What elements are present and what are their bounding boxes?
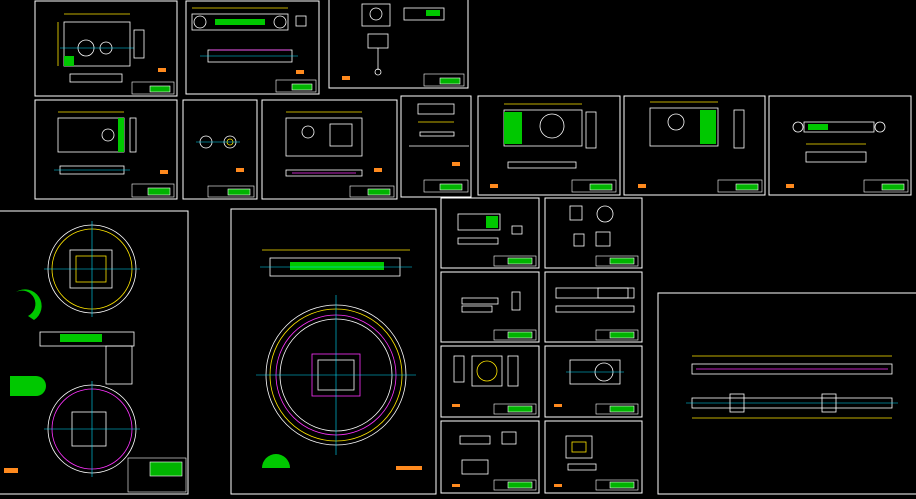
drawing-sheet[interactable] (328, 0, 469, 89)
drawing-sheet[interactable] (544, 420, 643, 494)
title-block (275, 79, 317, 93)
drawing-sheet[interactable] (185, 0, 320, 95)
title-block (595, 479, 639, 491)
title-block (595, 329, 639, 341)
drawing-sheet[interactable] (440, 420, 540, 494)
title-block (595, 255, 639, 267)
title-block (423, 73, 465, 87)
title-block (493, 479, 537, 491)
drawing-sheet[interactable] (34, 0, 178, 97)
title-block (571, 179, 617, 193)
drawing-sheet[interactable] (0, 210, 189, 495)
drawing-sheet[interactable] (230, 208, 437, 495)
title-block (493, 403, 537, 415)
drawing-sheet[interactable] (544, 197, 643, 269)
title-block (493, 255, 537, 267)
drawing-sheet[interactable] (544, 345, 643, 418)
title-block (423, 179, 469, 193)
drawing-sheet[interactable] (657, 292, 916, 495)
title-block (863, 179, 909, 193)
drawing-sheet[interactable] (544, 271, 643, 343)
drawing-sheet[interactable] (400, 95, 472, 198)
drawing-sheet[interactable] (34, 99, 178, 200)
drawing-sheet[interactable] (477, 95, 621, 196)
title-block (127, 457, 187, 493)
title-block (207, 185, 255, 198)
drawing-sheet[interactable] (440, 345, 540, 418)
title-block (493, 329, 537, 341)
title-block (131, 81, 175, 95)
title-block (595, 403, 639, 415)
title-block (717, 179, 763, 193)
drawing-sheet[interactable] (768, 95, 912, 196)
drawing-sheet[interactable] (440, 197, 540, 269)
drawing-sheet[interactable] (182, 99, 258, 200)
title-block (349, 185, 395, 198)
drawing-sheet[interactable] (623, 95, 766, 196)
drawing-sheet[interactable] (440, 271, 540, 343)
drawing-sheet[interactable] (261, 99, 398, 200)
title-block (131, 183, 175, 198)
